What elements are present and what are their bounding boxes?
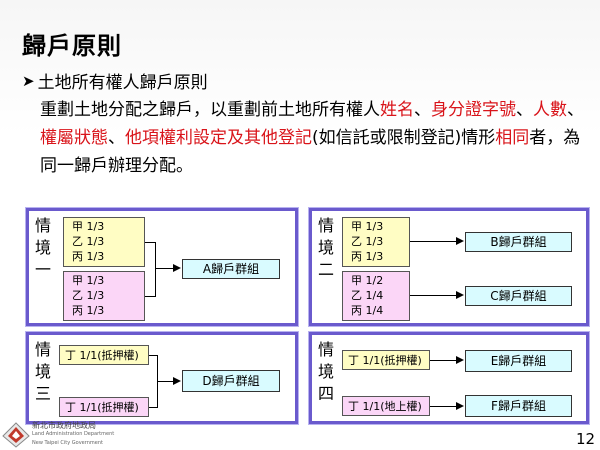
result-group-box: E歸戶群組 [465, 350, 572, 372]
connector-line [410, 241, 458, 242]
owner-share: 乙 1/3 [72, 289, 105, 302]
case-panel-4: 情 境 四 丁 1/1(抵押權) 丁 1/1(地上權) E歸戶群組 F歸戶群組 [309, 332, 589, 424]
connector-line [145, 242, 156, 243]
para-text: (如信託或限制登記)情形 [312, 128, 496, 148]
result-group-box: A歸戶群組 [182, 259, 280, 279]
para-highlight: 相同 [495, 128, 530, 148]
bullet-text: 土地所有權人歸戶原則 [37, 73, 208, 93]
result-group-box: C歸戶群組 [465, 286, 572, 306]
case-label-char: 境 [35, 362, 52, 381]
owner-item-b: 丁 1/1(抵押權) [59, 397, 149, 417]
page-number: 12 [576, 430, 596, 448]
owner-share: 甲 1/2 [351, 274, 384, 287]
connector-line [430, 406, 458, 407]
connector-line [155, 242, 156, 297]
logo-english-line-2: New Taipei City Government [32, 440, 103, 446]
case-label: 情 境 二 [318, 215, 336, 281]
connector-line [157, 381, 175, 382]
result-group-box: B歸戶群組 [465, 232, 572, 252]
arrow-bullet-icon: ➤ [22, 71, 35, 90]
owner-share: 丙 1/4 [351, 304, 384, 317]
department-logo: 新北市政府地政局 Land Administration Department … [2, 420, 132, 450]
case-panel-3: 情 境 三 丁 1/1(抵押權) 丁 1/1(抵押權) D歸戶群組 [26, 332, 298, 424]
owner-share: 丙 1/3 [72, 250, 105, 263]
para-highlight: 人數 [533, 100, 567, 120]
para-highlight: 姓名 [380, 100, 414, 120]
connector-line [149, 407, 158, 408]
result-group-box: D歸戶群組 [182, 370, 280, 392]
owner-share: 甲 1/3 [351, 220, 384, 233]
case-label: 情 境 三 [35, 339, 53, 405]
para-text: 者，為同一歸戶辦理分配。 [40, 128, 581, 176]
slide-title: 歸戶原則 [22, 32, 122, 60]
owner-share: 丙 1/3 [351, 250, 384, 263]
owner-share: 丙 1/3 [72, 304, 105, 317]
case-label-char: 四 [318, 384, 335, 403]
logo-text: 新北市政府地政局 Land Administration Department … [32, 421, 114, 448]
owner-item-a: 丁 1/1(抵押權) [342, 350, 430, 370]
case-label-char: 情 [318, 340, 335, 359]
case-label-char: 情 [35, 340, 52, 359]
para-text: 、 [516, 100, 533, 120]
para-highlight: 他項權利設定及其他登記 [125, 128, 312, 148]
bullet-heading: ➤ 土地所有權人歸戶原則 [22, 68, 208, 94]
arrow-head-icon [456, 237, 464, 245]
principle-paragraph: 重劃土地分配之歸戶，以重劃前土地所有權人姓名、身分證字號、人數、權屬狀態、他項權… [40, 96, 585, 180]
logo-name: 新北市政府地政局 [32, 421, 96, 430]
case-label-char: 情 [35, 216, 52, 235]
case-panel-1: 情 境 一 甲 1/3 乙 1/3 丙 1/3 甲 1/3 乙 1/3 丙 1/… [26, 208, 298, 326]
para-text: 重劃土地分配之歸戶，以重劃前土地所有權人 [40, 100, 380, 120]
case-label: 情 境 四 [318, 339, 336, 405]
connector-line [410, 295, 458, 296]
case-label-char: 境 [318, 362, 335, 381]
owner-item-b: 丁 1/1(地上權) [342, 396, 430, 416]
owner-group-a: 甲 1/3 乙 1/3 丙 1/3 [342, 217, 410, 267]
case-label-char: 二 [318, 260, 335, 279]
owner-share: 乙 1/3 [72, 235, 105, 248]
case-label-char: 境 [318, 238, 335, 257]
owner-share: 甲 1/3 [72, 220, 105, 233]
case-panel-2: 情 境 二 甲 1/3 乙 1/3 丙 1/3 甲 1/2 乙 1/4 丙 1/… [309, 208, 589, 326]
land-department-emblem-icon [2, 422, 30, 448]
owner-item-a: 丁 1/1(抵押權) [59, 345, 149, 365]
para-text: 、 [567, 100, 584, 120]
case-label-char: 情 [318, 216, 335, 235]
case-label-char: 三 [35, 384, 52, 403]
connector-line [149, 355, 158, 356]
case-label-char: 境 [35, 238, 52, 257]
case-label-char: 一 [35, 260, 52, 279]
owner-share: 乙 1/4 [351, 289, 384, 302]
para-highlight: 權屬狀態 [40, 128, 108, 148]
arrow-head-icon [456, 291, 464, 299]
owner-group-b: 甲 1/2 乙 1/4 丙 1/4 [342, 271, 410, 321]
owner-share: 乙 1/3 [351, 235, 384, 248]
arrow-head-icon [173, 377, 181, 385]
logo-english-line-1: Land Administration Department [32, 431, 115, 437]
connector-line [155, 268, 175, 269]
connector-line [145, 296, 156, 297]
owner-share: 甲 1/3 [72, 274, 105, 287]
case-label: 情 境 一 [35, 215, 53, 281]
owner-group-b: 甲 1/3 乙 1/3 丙 1/3 [63, 271, 145, 321]
connector-line [430, 360, 458, 361]
para-highlight: 身分證字號 [431, 100, 516, 120]
para-text: 、 [414, 100, 431, 120]
owner-group-a: 甲 1/3 乙 1/3 丙 1/3 [63, 217, 145, 267]
para-text: 、 [108, 128, 125, 148]
arrow-head-icon [173, 264, 181, 272]
arrow-head-icon [456, 402, 464, 410]
arrow-head-icon [456, 356, 464, 364]
result-group-box: F歸戶群組 [465, 395, 572, 417]
